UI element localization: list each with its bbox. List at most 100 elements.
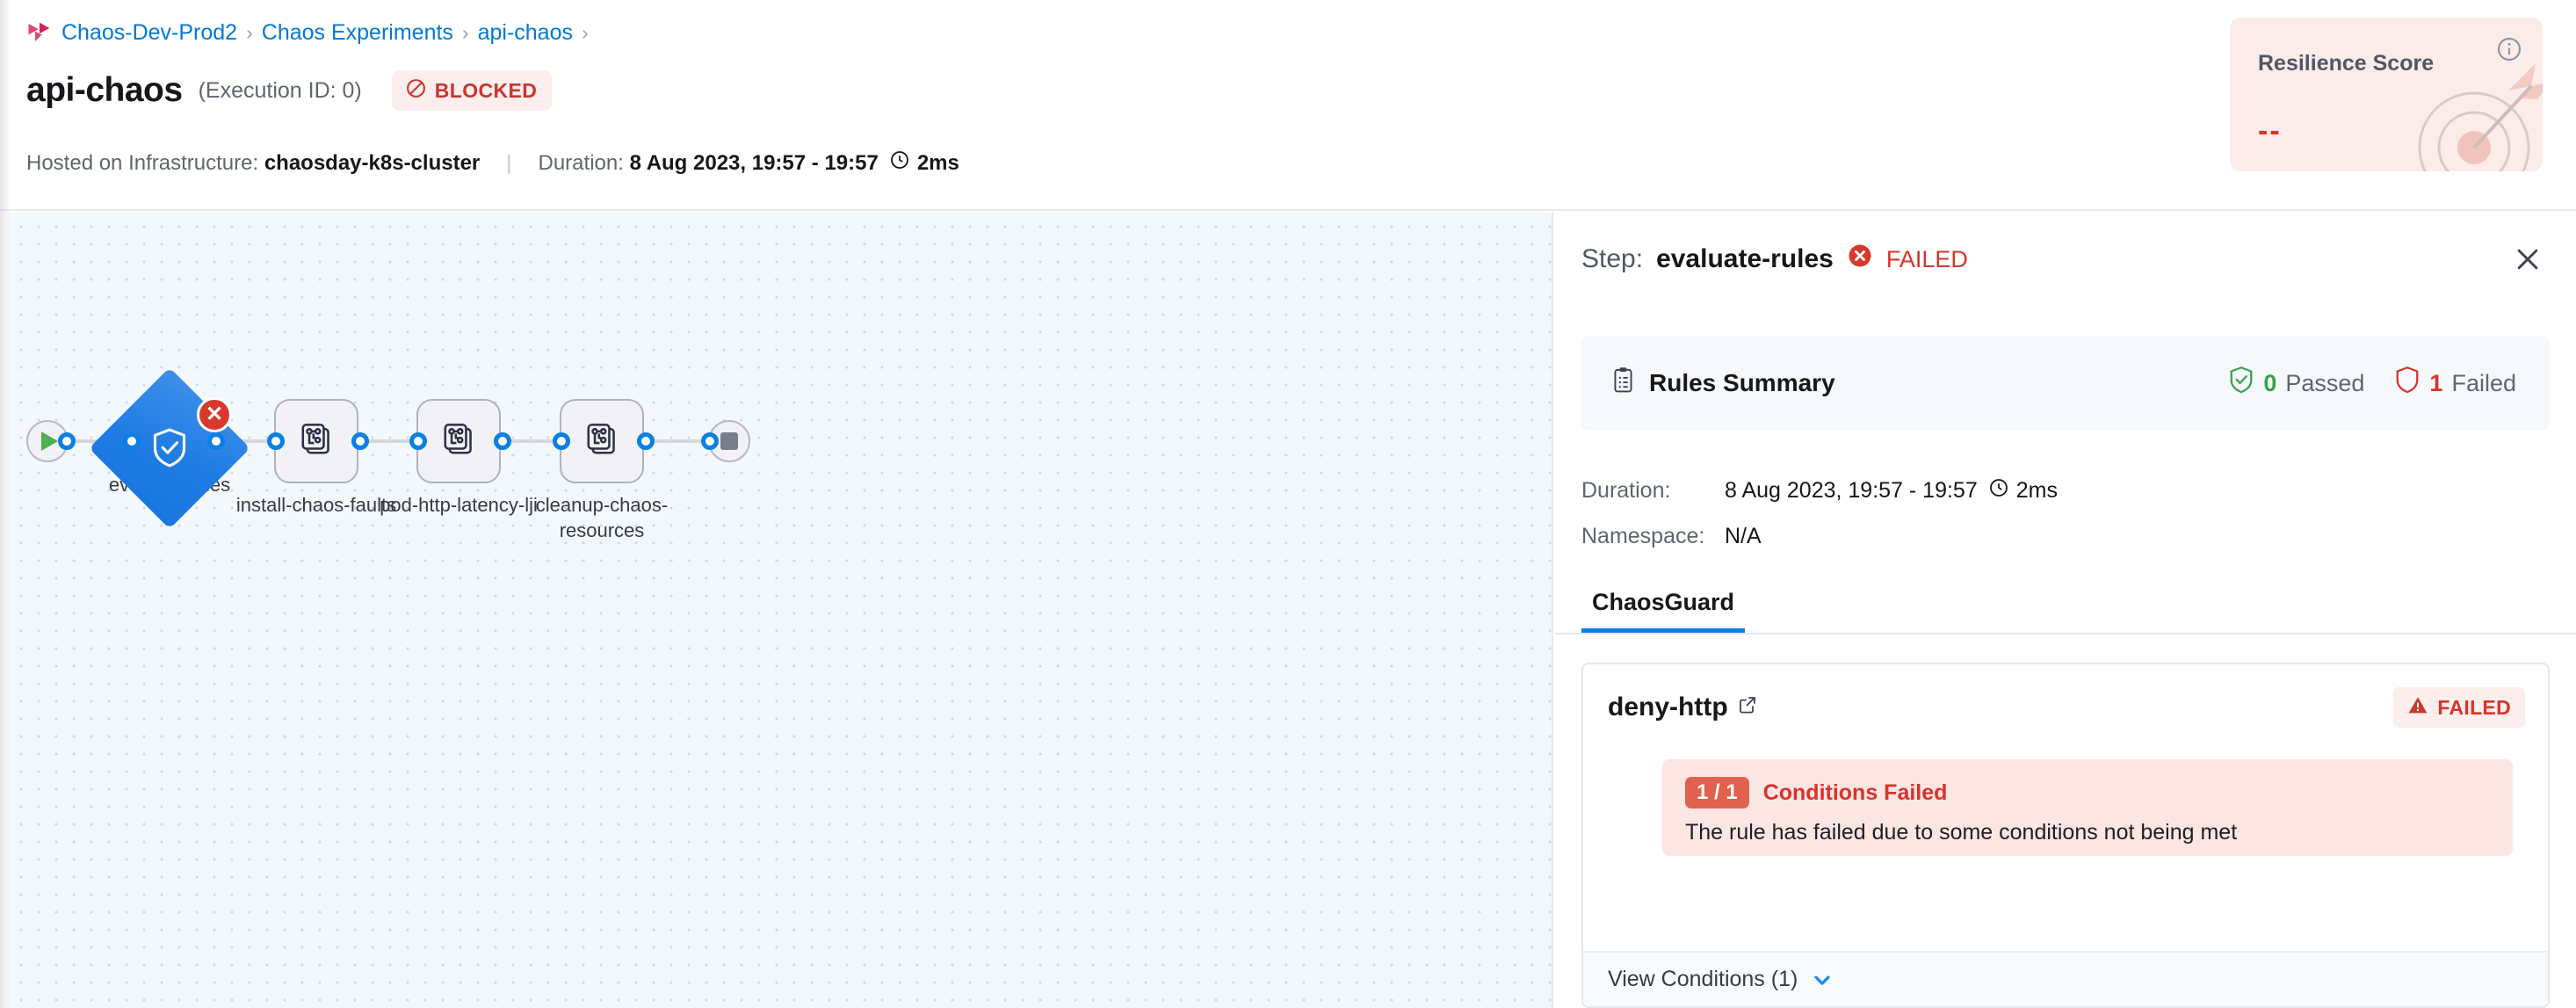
- panel-step-name: evaluate-rules: [1656, 244, 1834, 273]
- rules-failed-count: 1: [2429, 369, 2443, 396]
- panel-header: Step: evaluate-rules FAILED: [1555, 213, 2576, 308]
- node-install-chaos-faults[interactable]: [274, 399, 358, 483]
- node-cleanup-chaos-resources[interactable]: [560, 399, 644, 483]
- infra-label: Hosted on Infrastructure:: [26, 150, 259, 175]
- port-evaluate-rules-in: [123, 432, 141, 450]
- info-icon[interactable]: [2495, 35, 2523, 68]
- node-pod-http-latency-lji[interactable]: [416, 399, 501, 483]
- step-detail-list: Duration: 8 Aug 2023, 19:57 - 19:57 2ms …: [1581, 468, 2372, 559]
- shield-outline-icon: [2394, 366, 2420, 401]
- duration-label: Duration:: [538, 150, 624, 175]
- execution-id: (Execution ID: 0): [198, 77, 362, 103]
- port-install-in: [267, 432, 285, 450]
- port-latency-in: [409, 432, 427, 450]
- port-cleanup-out: [637, 432, 655, 450]
- edge-latency-to-cleanup: [485, 439, 595, 443]
- tab-chaosguard[interactable]: ChaosGuard: [1581, 589, 1746, 633]
- rule-name: deny-http: [1608, 693, 1758, 722]
- port-end-in: [701, 432, 719, 450]
- edge-cleanup-to-end: [628, 439, 738, 443]
- clock-icon: [1988, 477, 2009, 504]
- pipeline-canvas[interactable]: ✕ evaluate-rules install-chaos-faults: [7, 213, 1553, 1008]
- breadcrumb-item-2[interactable]: api-chaos: [477, 19, 573, 45]
- detail-key: Namespace:: [1581, 523, 1705, 548]
- execution-meta: Hosted on Infrastructure: chaosday-k8s-c…: [26, 149, 959, 177]
- status-badge: BLOCKED: [391, 70, 553, 111]
- edge-install-to-latency: [341, 439, 451, 443]
- panel-title: Step: evaluate-rules FAILED: [1581, 243, 1968, 276]
- chaos-fault-icon: [439, 420, 478, 463]
- breadcrumb-separator: ›: [461, 20, 469, 44]
- view-conditions-toggle[interactable]: View Conditions (1): [1583, 951, 2548, 1006]
- step-details-panel: Step: evaluate-rules FAILED: [1555, 213, 2576, 1008]
- breadcrumb-separator: ›: [246, 20, 253, 44]
- error-x-icon: [1847, 243, 1873, 276]
- panel-status: FAILED: [1885, 245, 1968, 272]
- rule-status-label: FAILED: [2437, 695, 2511, 719]
- port-start-out: [58, 432, 76, 450]
- target-dart-icon: [2388, 44, 2543, 171]
- error-x-icon: ✕: [197, 397, 232, 432]
- infra-value: chaosday-k8s-cluster: [264, 150, 481, 175]
- node-label-install-chaos-faults: install-chaos-faults: [235, 494, 397, 516]
- resilience-score-card: Resilience Score --: [2230, 18, 2543, 171]
- status-badge-label: BLOCKED: [434, 78, 538, 102]
- rules-summary-card: Rules Summary 0 Passed: [1581, 336, 2550, 431]
- rules-passed-stat: 0 Passed: [2228, 366, 2364, 401]
- rules-summary-title: Rules Summary: [1649, 369, 1835, 396]
- rules-summary-heading: Rules Summary: [1611, 336, 1835, 431]
- duration-range: 8 Aug 2023, 19:57 - 19:57: [629, 150, 879, 175]
- chaos-fault-icon: [297, 420, 336, 463]
- port-evaluate-rules-out: [207, 432, 225, 450]
- rule-card-header: deny-http: [1583, 664, 2548, 756]
- port-latency-out: [494, 432, 511, 450]
- play-icon: [41, 431, 58, 451]
- rule-name-text: deny-http: [1608, 693, 1728, 722]
- rules-passed-count: 0: [2263, 369, 2277, 396]
- rule-card-deny-http: deny-http: [1581, 663, 2550, 1008]
- port-install-out: [351, 432, 369, 450]
- blocked-icon: [405, 77, 427, 104]
- breadcrumb-item-1[interactable]: Chaos Experiments: [261, 19, 453, 45]
- rule-status-badge: FAILED: [2393, 687, 2525, 728]
- page-header: Chaos-Dev-Prod2 › Chaos Experiments › ap…: [0, 0, 2576, 211]
- panel-title-prefix: Step:: [1581, 244, 1644, 273]
- shield-check-icon: [150, 426, 189, 475]
- rules-passed-label: Passed: [2285, 369, 2365, 396]
- clock-icon: [889, 149, 910, 177]
- stop-icon: [720, 432, 738, 450]
- detail-row-namespace: Namespace: N/A: [1581, 513, 2372, 559]
- meta-divider: |: [506, 150, 512, 175]
- conditions-count-pill: 1 / 1: [1685, 777, 1749, 809]
- conditions-failed-header: 1 / 1 Conditions Failed: [1685, 777, 2490, 809]
- detail-duration-range: 8 Aug 2023, 19:57 - 19:57: [1725, 477, 1978, 503]
- page-title: api-chaos: [26, 71, 183, 109]
- shield-check-icon: [2228, 366, 2254, 401]
- breadcrumb-item-0[interactable]: Chaos-Dev-Prod2: [62, 19, 238, 45]
- warning-triangle-icon: [2407, 695, 2428, 720]
- conditions-failed-description: The rule has failed due to some conditio…: [1685, 820, 2238, 845]
- title-row: api-chaos (Execution ID: 0) BLOCKED: [26, 70, 553, 111]
- detail-row-duration: Duration: 8 Aug 2023, 19:57 - 19:57 2ms: [1581, 468, 2372, 513]
- close-icon[interactable]: [2507, 239, 2548, 279]
- detail-key: Duration:: [1581, 477, 1671, 503]
- conditions-failed-box: 1 / 1 Conditions Failed The rule has fai…: [1662, 759, 2513, 856]
- node-label-cleanup-chaos-resources: cleanup-chaos-resources: [535, 494, 669, 542]
- breadcrumb-separator-trailing: ›: [582, 20, 589, 44]
- detail-duration-suffix: 2ms: [2015, 477, 2058, 503]
- duration-value: 2ms: [916, 150, 959, 175]
- panel-tabs: ChaosGuard: [1555, 582, 2576, 635]
- resilience-score-title: Resilience Score: [2258, 51, 2435, 76]
- conditions-failed-label: Conditions Failed: [1762, 780, 1948, 805]
- node-label-pod-http-latency-lji: pod-http-latency-lji: [380, 494, 538, 516]
- chevron-down-icon: [1810, 968, 1834, 992]
- port-cleanup-in: [553, 432, 570, 450]
- view-conditions-label: View Conditions (1): [1608, 967, 1798, 991]
- external-link-icon[interactable]: [1737, 693, 1758, 722]
- harness-logo-icon: [26, 19, 53, 46]
- detail-value: N/A: [1725, 523, 1762, 548]
- chaos-fault-icon: [582, 420, 621, 463]
- rules-failed-label: Failed: [2451, 369, 2516, 396]
- detail-value: 8 Aug 2023, 19:57 - 19:57 2ms: [1725, 477, 2058, 504]
